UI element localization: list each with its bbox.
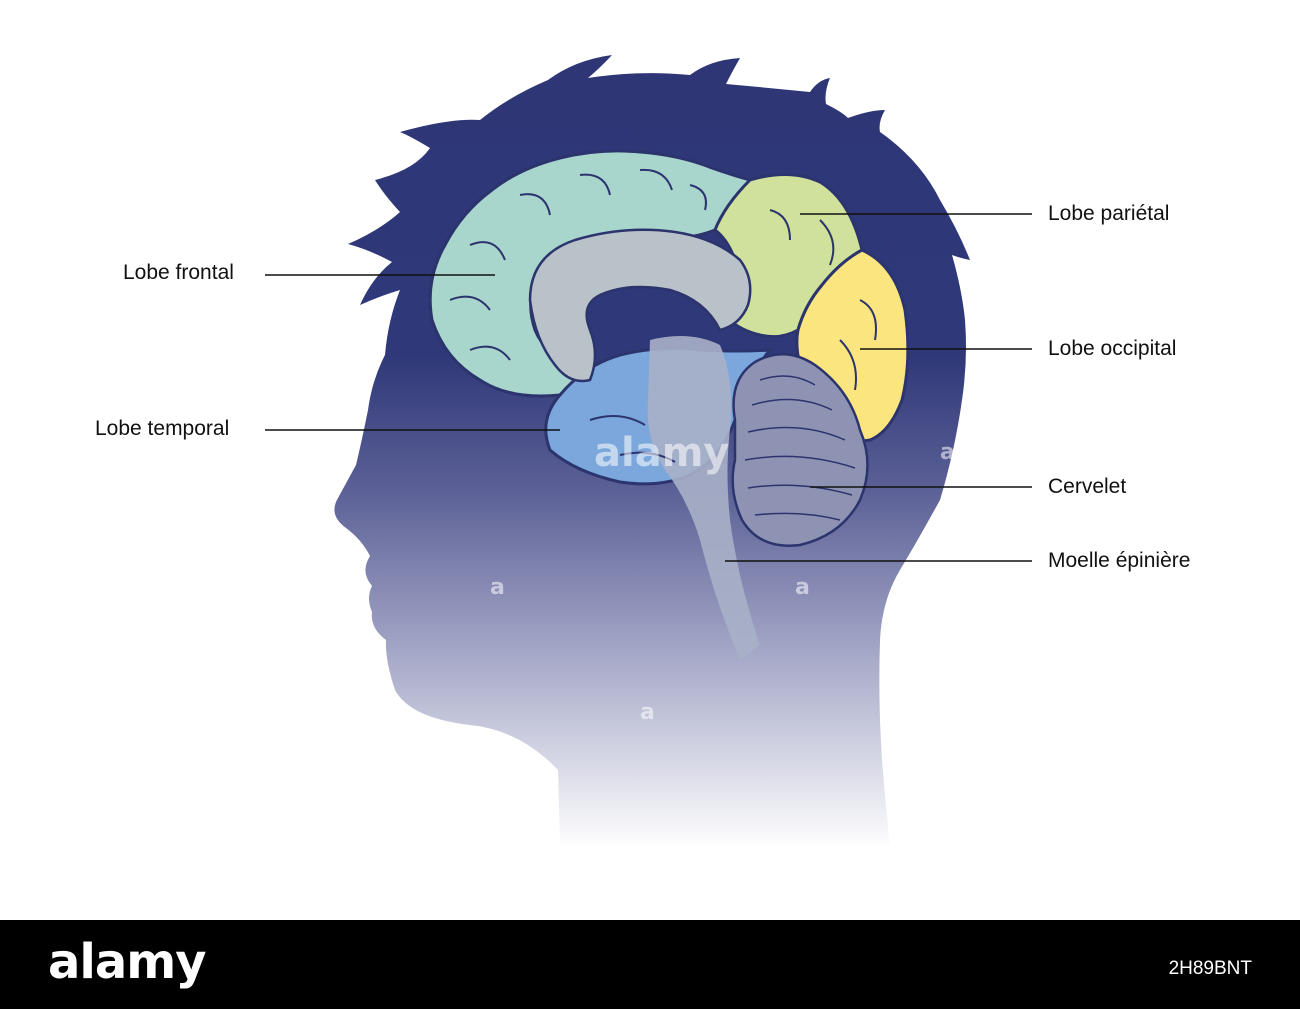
label-lobe-parietal: Lobe pariétal bbox=[1048, 202, 1170, 225]
brainstem bbox=[647, 336, 760, 660]
image-id: 2H89BNT bbox=[1168, 958, 1252, 979]
leader-lines bbox=[265, 213, 1032, 562]
label-lobe-frontal: Lobe frontal bbox=[123, 261, 234, 284]
corpus-callosum bbox=[528, 228, 752, 383]
parietal-lobe bbox=[713, 172, 864, 339]
watermark-mark-1: a bbox=[490, 575, 505, 600]
watermark-mark-4: a bbox=[940, 440, 955, 465]
watermark-mark-3: a bbox=[640, 700, 655, 725]
diagram-canvas: alamy a a a a Lobe frontal Lobe temporal… bbox=[95, 55, 1191, 845]
brand-logo: alamy bbox=[48, 934, 207, 990]
watermark-center: alamy bbox=[594, 430, 730, 476]
watermark-mark-2: a bbox=[795, 575, 810, 600]
label-lobe-occipital: Lobe occipital bbox=[1048, 337, 1177, 360]
brain-sulci bbox=[449, 168, 877, 463]
label-lobe-temporal: Lobe temporal bbox=[95, 417, 230, 440]
label-moelle-epiniere: Moelle épinière bbox=[1048, 549, 1191, 572]
cerebellum-folds bbox=[744, 375, 856, 521]
watermark-footer-bar: alamy 2H89BNT bbox=[0, 920, 1300, 1009]
head-brain-illustration bbox=[265, 55, 1032, 845]
label-cervelet: Cervelet bbox=[1048, 475, 1127, 498]
